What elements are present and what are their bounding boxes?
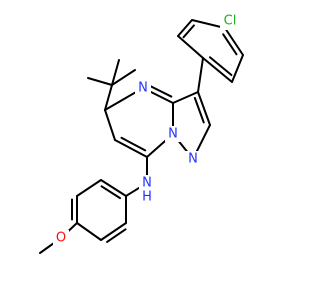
bond-c3-c2 (197, 91, 211, 126)
bond-aryl-b-c (177, 19, 193, 37)
bond-aryl-e-f (231, 54, 244, 83)
bond-tbutyl-methyl-1 (87, 77, 113, 86)
atom-n-bridgehead-label: N (168, 127, 178, 142)
bond-aryl-f-a (202, 57, 233, 83)
atom-n-bridgehead: N (165, 126, 181, 142)
bond-c7-c6 (114, 139, 148, 158)
bond-aryl-d-e (224, 27, 244, 56)
bond-aryl-f-a-second (208, 56, 233, 77)
bond-aryl-a-b (177, 35, 204, 59)
atom-labels: N N N N H O Cl (53, 12, 240, 246)
bond-n4-c3a-second (148, 84, 173, 98)
bond-c3-aryl (197, 57, 204, 93)
atom-n-amine: N (139, 175, 155, 191)
bond-tbutyl-methyl-2 (111, 59, 120, 86)
bond-anisyl-a-b-second (100, 185, 122, 200)
atom-n-amine-label: N (142, 176, 152, 191)
atom-cl-label: Cl (224, 14, 237, 29)
bond-c3a-c3 (172, 91, 199, 104)
bond-aryl-b-c-second (182, 24, 195, 39)
atom-h-amine-label: H (142, 190, 152, 205)
bond-c7-c6-second (120, 136, 147, 152)
bonds (39, 19, 244, 254)
bond-tbutyl-quaternary (104, 84, 113, 111)
bond-tbutyl-methyl-3 (111, 69, 136, 86)
atom-n-pyrimidine: N (135, 80, 151, 96)
bond-anisyl-d-e (76, 222, 102, 241)
molecule-structure: N N N N H O Cl (39, 12, 244, 254)
atom-cl: Cl (220, 12, 240, 30)
atom-n-pyrazole: N (185, 151, 201, 167)
atom-o-methoxy: O (53, 230, 69, 246)
bond-anisyl-b-c (76, 179, 102, 197)
bond-anisyl-e-f (100, 222, 127, 241)
bond-anisyl-a-b (100, 179, 127, 197)
atom-o-methoxy-label: O (56, 231, 66, 246)
bond-anisyl-e-f-second (106, 228, 127, 243)
bond-aryl-c-d (191, 19, 226, 29)
atom-n-pyrazole-label: N (188, 152, 198, 167)
atom-n-pyrimidine-label: N (138, 81, 148, 96)
bond-c6-c5 (104, 109, 116, 141)
atom-h-amine: H (139, 190, 155, 205)
bond-c3-c2-second (193, 96, 205, 124)
bond-aryl-d-e-second (222, 33, 238, 56)
